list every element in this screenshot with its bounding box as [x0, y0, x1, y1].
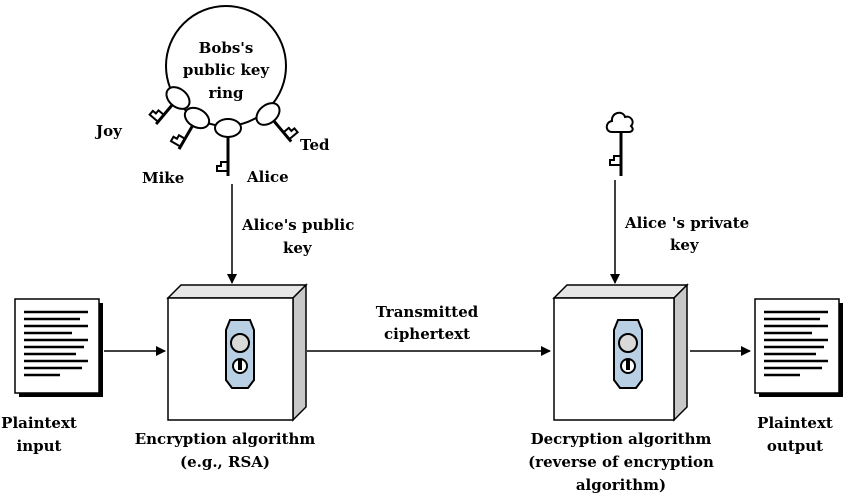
- encryption-box-top: [166, 284, 308, 299]
- key-ring-title-line-3: ring: [209, 84, 245, 102]
- public-key-ring: Bobs's public key ring Joy Mike Al: [94, 5, 330, 187]
- public-key-label-line-2: key: [283, 239, 313, 257]
- decryption-label-line-1: Decryption algorithm: [531, 430, 712, 448]
- transmitted-label-line-2: ciphertext: [384, 325, 470, 343]
- plaintext-output-label-line-2: output: [767, 437, 823, 455]
- decryption-algorithm-box: [552, 283, 689, 422]
- encryption-box-side: [292, 283, 307, 422]
- encryption-lock-icon: [225, 319, 255, 389]
- private-key-label-line-2: key: [670, 236, 700, 254]
- decryption-lock-icon: [613, 319, 643, 389]
- mike-key-icon: [169, 106, 211, 150]
- decryption-label-line-3: algorithm): [576, 476, 666, 494]
- decryption-box-top: [552, 284, 689, 299]
- public-key-label-line-1: Alice's public: [241, 216, 354, 234]
- key-label-alice: Alice: [246, 168, 289, 186]
- decryption-box-side: [673, 283, 688, 422]
- key-ring-title-line-1: Bobs's: [199, 39, 254, 57]
- plaintext-input-document-icon: [14, 298, 103, 397]
- encryption-algorithm-box: [166, 283, 308, 422]
- key-label-mike: Mike: [142, 169, 184, 187]
- plaintext-output-label-line-1: Plaintext: [757, 414, 833, 432]
- encryption-label-line-2: (e.g., RSA): [180, 453, 270, 471]
- plaintext-output-document-icon: [754, 298, 843, 397]
- ted-key-icon: [255, 102, 300, 143]
- key-label-joy: Joy: [94, 122, 123, 140]
- private-key-label-line-1: Alice 's private: [624, 214, 749, 232]
- transmitted-label-line-1: Transmitted: [376, 303, 479, 321]
- key-ring-title-line-2: public key: [183, 61, 271, 79]
- key-label-ted: Ted: [300, 136, 330, 154]
- joy-key-icon: [148, 86, 191, 126]
- plaintext-input-label-line-2: input: [17, 437, 62, 455]
- decryption-label-line-2: (reverse of encryption: [528, 453, 714, 471]
- encryption-label-line-1: Encryption algorithm: [135, 430, 316, 448]
- private-key-icon: [605, 111, 634, 176]
- alice-key-icon: [214, 118, 242, 176]
- plaintext-input-label-line-1: Plaintext: [1, 414, 77, 432]
